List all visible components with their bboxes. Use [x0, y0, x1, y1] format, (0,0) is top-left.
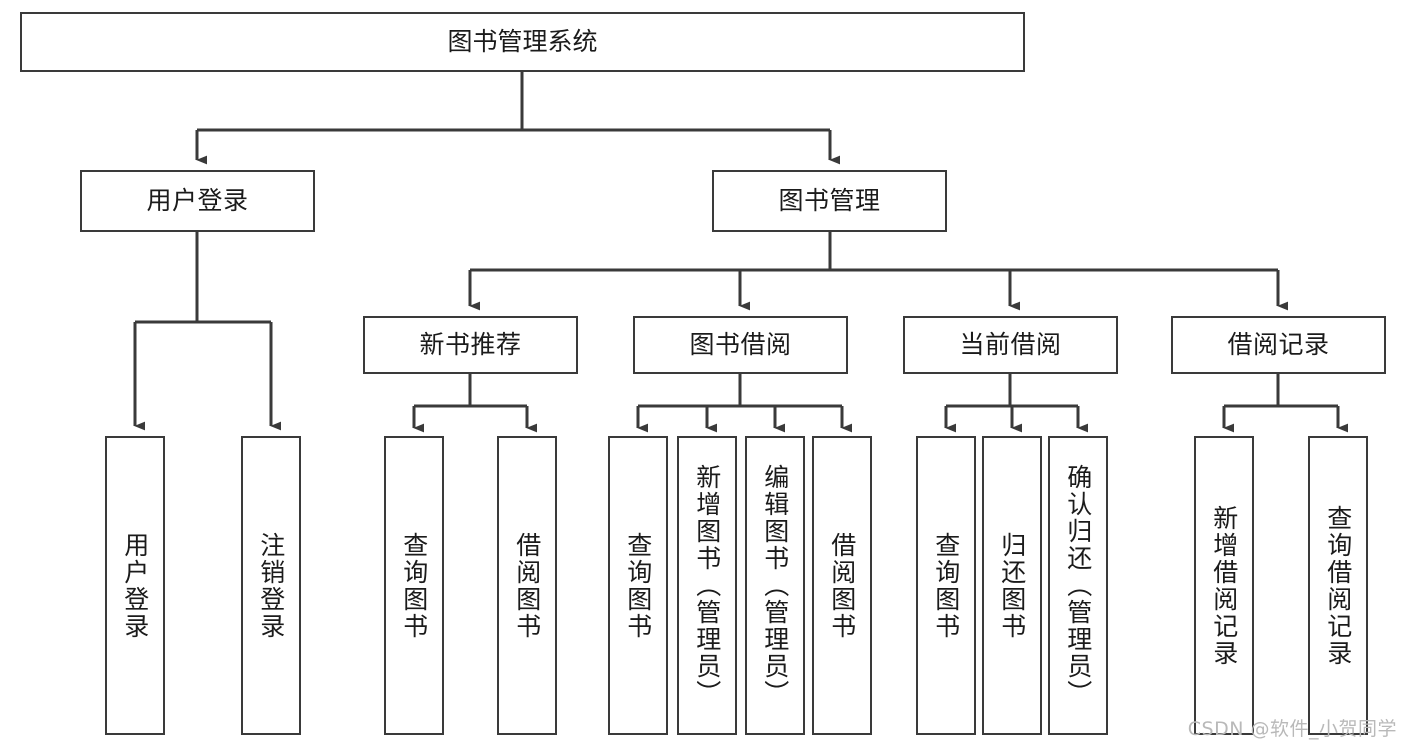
- leaf-confirm-return-admin[interactable]: 确认归还（管理员）: [1048, 436, 1108, 735]
- leaf-add-book-admin[interactable]: 新增图书（管理员）: [677, 436, 737, 735]
- node-current-borrow[interactable]: 当前借阅: [903, 316, 1118, 374]
- leaf-add-borrow-record[interactable]: 新增借阅记录: [1194, 436, 1254, 735]
- leaf-query-book-current[interactable]: 查询图书: [916, 436, 976, 735]
- node-user-login[interactable]: 用户登录: [80, 170, 315, 232]
- leaf-user-logout[interactable]: 注销登录: [241, 436, 301, 735]
- leaf-edit-book-admin[interactable]: 编辑图书（管理员）: [745, 436, 805, 735]
- csdn-watermark: CSDN @软件_小贺同学: [1187, 718, 1397, 740]
- node-root-book-management-system[interactable]: 图书管理系统: [20, 12, 1025, 72]
- node-new-book-recommend[interactable]: 新书推荐: [363, 316, 578, 374]
- node-book-management[interactable]: 图书管理: [712, 170, 947, 232]
- leaf-query-borrow-record[interactable]: 查询借阅记录: [1308, 436, 1368, 735]
- node-book-borrow[interactable]: 图书借阅: [633, 316, 848, 374]
- leaf-borrow-book-recommend[interactable]: 借阅图书: [497, 436, 557, 735]
- node-borrow-record[interactable]: 借阅记录: [1171, 316, 1386, 374]
- leaf-user-login[interactable]: 用户登录: [105, 436, 165, 735]
- leaf-borrow-book-borrow[interactable]: 借阅图书: [812, 436, 872, 735]
- leaf-query-book-recommend[interactable]: 查询图书: [384, 436, 444, 735]
- leaf-return-book[interactable]: 归还图书: [982, 436, 1042, 735]
- leaf-query-book-borrow[interactable]: 查询图书: [608, 436, 668, 735]
